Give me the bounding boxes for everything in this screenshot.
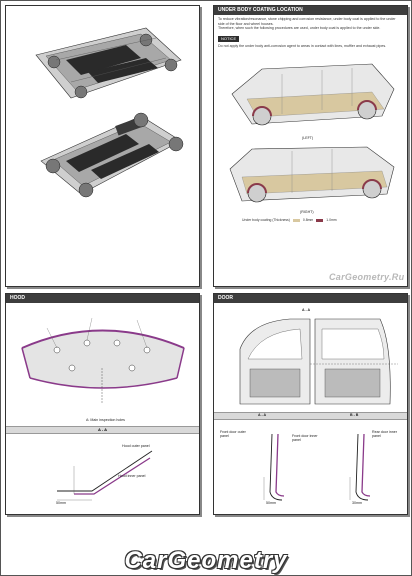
section-b-label: B - B — [350, 413, 359, 417]
callout-front-inner: Front door inner panel — [292, 434, 318, 442]
underbody-illustration-top — [35, 27, 182, 99]
page-hood: HOOD A: Main inspection holes A - A — [5, 293, 200, 515]
notice-text: Do not apply the under body anti-corrosi… — [218, 44, 387, 48]
vehicle-left-view — [231, 63, 395, 126]
section-header-bar — [214, 412, 407, 420]
label-right-view: (RIGHT) — [300, 210, 314, 214]
section-header: A - A — [6, 426, 199, 434]
hood-inner-diagram — [21, 317, 185, 403]
watermark-small: CarGeometry.Ru — [329, 272, 405, 282]
callout-front-outer: Front door outer panel — [220, 430, 246, 438]
watermark-big: CarGeometry — [124, 547, 288, 574]
door-section-top-label: A - A — [302, 308, 311, 312]
dim-label-a: 50mm — [266, 501, 276, 505]
legend-item-thin: 0.8mm — [302, 218, 314, 222]
hood-section-diagram — [57, 450, 153, 501]
legend-title: Under body coating (Thickness) — [242, 218, 290, 222]
dim-label-1: 50mm — [56, 501, 66, 505]
legend-item-thick: 1.0mm — [326, 218, 337, 222]
dim-label-b: 30mm — [352, 501, 362, 505]
page-door: DOOR A - A A - A B - B Front door outer … — [213, 293, 408, 515]
label-left-view: (LEFT) — [302, 136, 314, 140]
coating-legend: Under body coating (Thickness) 0.8mm 1.0… — [242, 218, 337, 222]
hood-caption: A: Main inspection holes — [86, 418, 125, 422]
page-underbody-views — [5, 5, 200, 287]
underbody-illustration-bottom — [40, 112, 184, 198]
page-underbody-coating: UNDER BODY COATING LOCATION To reduce vi… — [213, 5, 408, 287]
legend-swatch-thick — [316, 218, 324, 222]
door-frame-diagram — [239, 318, 398, 405]
legend-swatch-thin — [292, 218, 300, 222]
page-header: DOOR — [214, 294, 407, 303]
callout-rear-outer: Rear door inner panel — [372, 430, 397, 438]
section-a-label: A - A — [258, 413, 267, 417]
page-header: UNDER BODY COATING LOCATION — [214, 6, 407, 15]
note-line-2: Therefore, when such the following proce… — [218, 26, 381, 30]
callout-outer-panel: Hood outer panel — [122, 444, 150, 448]
callout-inner-panel: Hood inner panel — [118, 474, 146, 478]
page-header: HOOD — [6, 294, 199, 303]
vehicle-right-view — [229, 146, 395, 203]
notice-badge: NOTICE — [218, 36, 240, 42]
door-section-diagram — [263, 433, 371, 501]
note-line-1: To reduce vibration/resonance, stone chi… — [218, 17, 396, 26]
